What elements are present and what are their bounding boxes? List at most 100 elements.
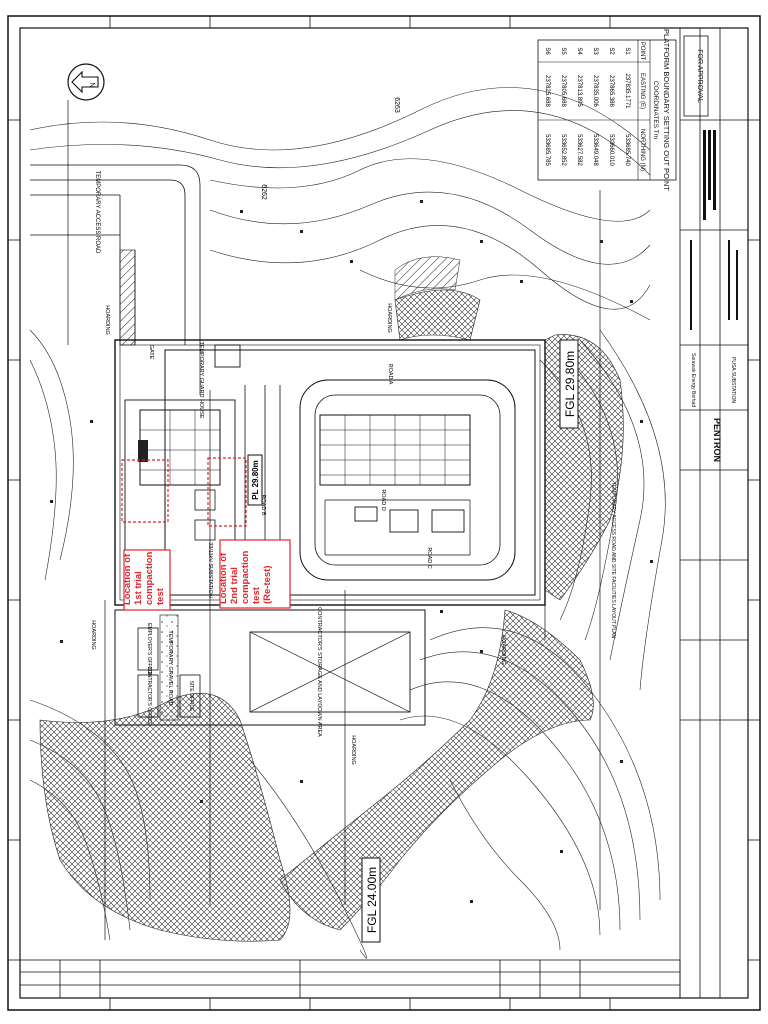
spot-levels — [50, 200, 653, 903]
svg-text:237835.006: 237835.006 — [592, 75, 598, 107]
first-test-callout-box — [123, 549, 171, 611]
title-block — [679, 27, 749, 999]
hatched-slope-northwest — [394, 256, 461, 301]
hoarding-label: HOARDING — [500, 635, 506, 665]
employer-office-label: EMPLOYER'S OFFICE — [146, 623, 152, 675]
table-row: S6 237825.688 533685.785 — [544, 47, 550, 166]
svg-text:237813.895: 237813.895 — [576, 75, 582, 107]
fgl-upper-box — [559, 339, 579, 429]
svg-text:533627.582: 533627.582 — [576, 134, 582, 166]
svg-text:533685.785: 533685.785 — [544, 134, 550, 166]
temporary-access-road — [30, 164, 201, 345]
switchgear — [138, 440, 148, 462]
site-boundary-lines — [67, 100, 601, 940]
second-test-note: Location of2nd trialcompactiontest(Re-te… — [218, 550, 273, 604]
contour-label-6263: 6263 — [393, 97, 400, 113]
hoarding-label: HOARDING — [386, 303, 392, 333]
contractor-office — [137, 674, 159, 718]
grid-ticks — [8, 16, 760, 1010]
setting-out-title: PLATFORM BOUNDARY SETTING OUT POINT — [662, 29, 671, 191]
second-test-location-marker — [207, 457, 247, 527]
client-name: Sarawak Energy Berhad — [690, 353, 696, 407]
table-row: S2 237865.386 533660.010 — [608, 47, 614, 166]
hoarding-label: HOARDING — [104, 305, 110, 335]
storage-yard-cross — [249, 631, 411, 713]
hatched-slope-southwest — [39, 693, 291, 942]
temporary-gravel-road — [114, 609, 426, 726]
col-header-northing: NORTHING (N) — [639, 129, 645, 171]
main-building-grid — [320, 415, 470, 485]
svg-text:237825.688: 237825.688 — [544, 75, 550, 107]
fgl-upper-label: FGL 29.80m — [563, 351, 577, 417]
road-b-label: ROAD B — [260, 494, 266, 515]
road-c-label: ROAD C — [426, 547, 432, 568]
approval-stamp: FOR APPROVAL — [696, 49, 703, 103]
fgl-lower-box — [361, 857, 381, 943]
col-header-easting: EASTING (E) — [639, 73, 645, 109]
guard-house-label: TEMPORARY GUARD HOUSE — [198, 341, 204, 418]
first-test-note: Location of1st trialcompactiontest — [122, 551, 166, 605]
transformers — [354, 506, 465, 533]
table-row: S1 237835.1771 533685.740 — [624, 47, 630, 166]
setting-out-table: PLATFORM BOUNDARY SETTING OUT POINT COOR… — [537, 29, 677, 191]
inner-roads — [324, 499, 471, 556]
temporary-access-road-label: TEMPORARY ACCESS ROAD — [94, 171, 100, 254]
storage-yard-label: CONTRACTOR'S STORAGE AND LAYDOWN AREA — [316, 607, 322, 737]
drawing-title: TEMPORARY ACCESS ROAD AND SITE FACILITIE… — [610, 482, 616, 639]
contour-label-6262: 6262 — [260, 184, 267, 200]
second-test-callout-box — [219, 539, 291, 609]
road-a-outer — [299, 379, 516, 581]
gate-label: GATE — [148, 345, 154, 360]
second-test-callout: Location of2nd trialcompactiontest(Re-te… — [218, 550, 273, 604]
svg-text:237865.386: 237865.386 — [608, 75, 614, 107]
north-arrow-label: N — [88, 82, 95, 87]
storage-yard — [249, 631, 411, 713]
drainage-strip — [119, 249, 136, 346]
svg-text:S1: S1 — [624, 47, 630, 55]
table-row: S4 237813.895 533627.582 — [576, 47, 582, 166]
fgl-lower-label: FGL 24.00m — [365, 867, 379, 933]
contractor-office-label: CONTRACTOR'S OFFICE — [146, 666, 152, 726]
site-office-label: SITE OFFICE — [188, 681, 194, 713]
company-logo: PENTRON — [712, 418, 722, 462]
site-office — [179, 674, 201, 718]
table-row: S5 237805.688 533652.852 — [560, 47, 566, 166]
road-a-label: ROAD A — [387, 364, 393, 385]
hatched-slope-southeast — [279, 609, 594, 931]
title-block-notes — [690, 130, 738, 330]
approval-stamp-box — [683, 35, 709, 117]
project-name: PUSA SUBSTATION — [730, 357, 736, 403]
temporary-gravel-road-label: TEMPORARY GRAVEL ROAD — [167, 630, 173, 705]
hoarding-label: HOARDING — [350, 735, 356, 765]
hoarding-label: HOARDING — [90, 620, 96, 650]
guard-house — [214, 344, 241, 368]
svg-text:S6: S6 — [544, 47, 550, 55]
north-arrow-icon — [71, 70, 99, 94]
pl-box — [247, 454, 263, 506]
setting-out-subtitle: COORDINATES Tm — [652, 81, 659, 139]
road-a-inner — [314, 394, 501, 566]
svg-text:533660.010: 533660.010 — [608, 134, 614, 166]
col-header-point: POINT — [639, 42, 645, 61]
svg-text:237805.688: 237805.688 — [560, 75, 566, 107]
svg-text:533685.740: 533685.740 — [624, 134, 630, 166]
first-test-location-marker — [121, 459, 169, 523]
control-panel — [194, 489, 216, 511]
first-test-callout: Location of1st trialcompactiontest — [122, 551, 166, 605]
svg-text:533649.048: 533649.048 — [592, 134, 598, 166]
svg-text:S3: S3 — [592, 47, 598, 55]
employer-office — [137, 627, 159, 671]
platform-boundary-outer — [114, 339, 546, 606]
svg-text:S2: S2 — [608, 47, 614, 55]
platform-fence — [164, 349, 536, 596]
hatched-slope-north — [394, 289, 481, 341]
sheet-outer-border — [7, 15, 761, 1011]
pl-label: PL 29.80m — [251, 460, 260, 499]
existing-substation-area — [124, 399, 236, 596]
revision-strip — [19, 959, 681, 999]
table-row: S3 237835.006 533649.048 — [592, 47, 598, 166]
existing-substation-grid — [140, 410, 220, 485]
control-panel — [194, 519, 216, 541]
svg-text:S4: S4 — [576, 47, 582, 55]
